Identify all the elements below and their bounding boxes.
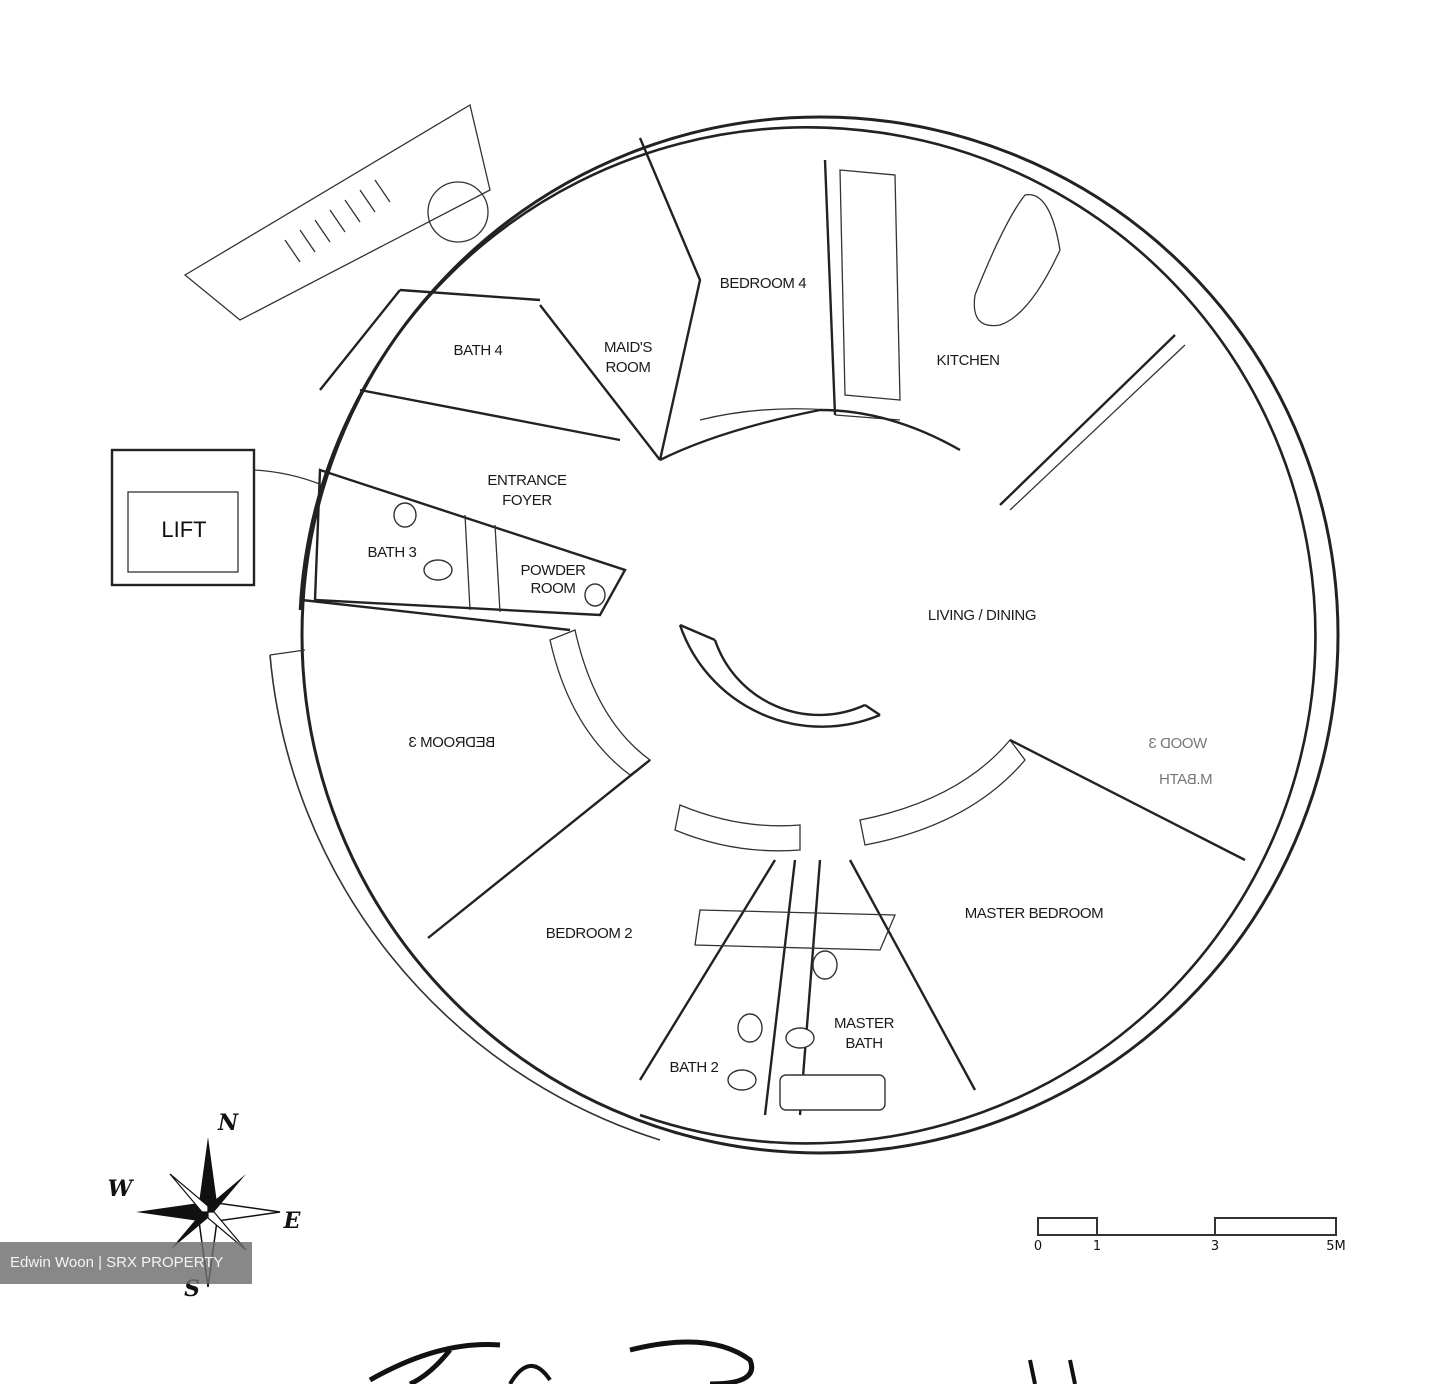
compass-n: N [217, 1110, 239, 1136]
partition-master [1009, 738, 1246, 862]
label-maids-room-2: ROOM [605, 359, 650, 376]
bathtub [779, 1074, 886, 1111]
label-bedroom-4: BEDROOM 4 [720, 275, 806, 292]
master-basin [812, 950, 838, 980]
partition-kitchen [999, 334, 1176, 506]
label-bedroom-2: BEDROOM 2 [546, 925, 632, 942]
bath3-toilet [423, 559, 453, 581]
partition-bed3-bed2 [427, 759, 651, 939]
kitchen-counter [839, 169, 901, 401]
balcony-wall [269, 654, 661, 1141]
kitchen-island [973, 194, 1061, 327]
bath3-divider [464, 514, 471, 611]
outer-ring-wall [300, 115, 1340, 1155]
label-bath-3: BATH 3 [367, 544, 416, 561]
lift-link [253, 469, 323, 486]
core-corridor [678, 624, 881, 728]
master-toilet [785, 1027, 815, 1049]
compass-w: W [108, 1176, 135, 1202]
stair-treads [284, 179, 391, 263]
scale-tick-5m: 5M [1326, 1239, 1346, 1254]
label-powder-2: ROOM [530, 580, 575, 597]
powder-divider [494, 524, 501, 613]
wardrobe-left [549, 629, 652, 776]
label-powder-1: POWDER [520, 562, 586, 579]
ghost-line-1: WOOD 3 [1149, 735, 1207, 752]
lift-shaft: LIFT [110, 448, 323, 587]
ghost-line-2: M.BATH [1159, 771, 1212, 788]
scale-tick-1: 1 [1093, 1239, 1101, 1254]
scale-tick-3: 3 [1211, 1239, 1219, 1254]
label-bath-4: BATH 4 [453, 342, 502, 359]
scale-tick-0: 0 [1034, 1239, 1042, 1254]
partition-bed3-top [301, 598, 571, 632]
partition-kitchen-b [1009, 344, 1186, 511]
label-master-bath-1: MASTER [834, 1015, 895, 1032]
label-living-dining: LIVING / DINING [928, 607, 1036, 624]
core-end-b [864, 704, 881, 716]
stair-landing [183, 103, 491, 321]
script-logo [368, 1339, 1077, 1384]
label-entrance-2: FOYER [502, 492, 552, 509]
label-master-bath-2: BATH [845, 1035, 882, 1052]
balcony-end [269, 649, 306, 656]
label-maids-room-1: MAID'S [604, 339, 652, 356]
bath-vanity [694, 909, 896, 951]
bath2-basin [737, 1013, 763, 1043]
compass-e: E [283, 1208, 302, 1234]
round-column [427, 181, 489, 243]
outer-ring-inner-wall [298, 126, 1317, 1145]
label-bedroom-3: BEDROOM 3 [409, 734, 495, 751]
north-wing-walls [319, 137, 837, 461]
bath-wedge [638, 859, 977, 1116]
label-kitchen: KITCHEN [936, 352, 999, 369]
lift-label: LIFT [161, 517, 206, 542]
core-inner-wall [713, 639, 866, 717]
label-bath-2: BATH 2 [669, 1059, 718, 1076]
bath3-basin [393, 502, 417, 528]
powder-basin [584, 583, 606, 607]
core-end-a [679, 623, 716, 642]
label-master-bedroom: MASTER BEDROOM [965, 905, 1104, 922]
watermark: Edwin Woon | SRX PROPERTY [0, 1242, 252, 1284]
wardrobe-right [859, 738, 1026, 846]
living-north-edge [659, 408, 961, 462]
label-entrance-1: ENTRANCE [487, 472, 567, 489]
bath2-toilet [727, 1069, 757, 1091]
wardrobe-bottom [674, 804, 801, 852]
scale-bar: 0 1 3 5M [1034, 1217, 1346, 1254]
entrance-block [313, 468, 627, 617]
mirrored-ghost-text: WOOD 3 M.BATH [1149, 735, 1213, 788]
compass-rose: N E S W [108, 1110, 302, 1302]
